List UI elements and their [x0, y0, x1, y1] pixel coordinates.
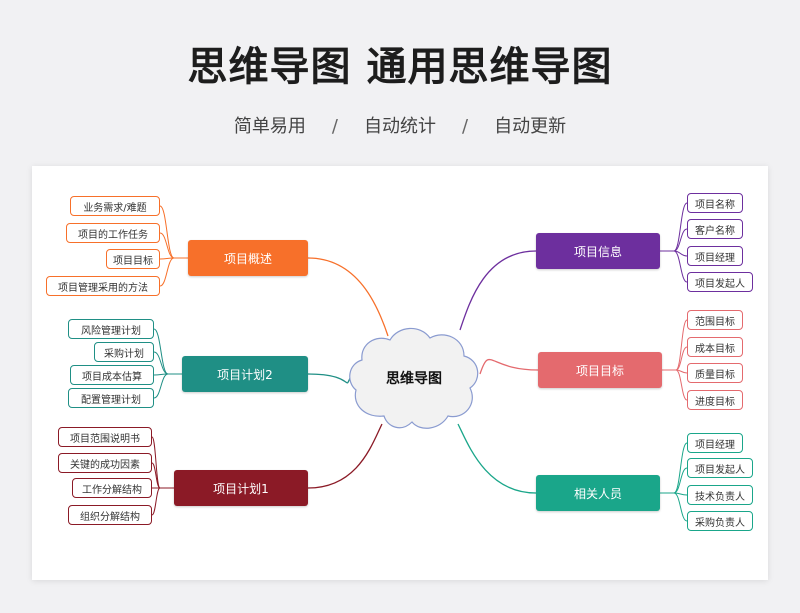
leaf-plan1-1[interactable]: 项目范围说明书: [58, 427, 152, 447]
branch-people[interactable]: 相关人员: [536, 475, 660, 511]
leaf-info-2[interactable]: 客户名称: [687, 219, 743, 239]
leaf-overview-2[interactable]: 项目的工作任务: [66, 223, 160, 243]
leaf-plan1-4[interactable]: 组织分解结构: [68, 505, 152, 525]
connector-plan1: [307, 423, 383, 489]
branch-info[interactable]: 项目信息: [536, 233, 660, 269]
leaf-link-info: [673, 250, 688, 283]
leaf-overview-1[interactable]: 业务需求/难题: [70, 196, 160, 216]
leaf-people-3[interactable]: 技术负责人: [687, 485, 753, 505]
leaf-people-4[interactable]: 采购负责人: [687, 511, 753, 531]
leaf-link-plan2: [153, 351, 169, 375]
branch-plan2[interactable]: 项目计划2: [182, 356, 308, 392]
leaf-info-4[interactable]: 项目发起人: [687, 272, 753, 292]
mind-map-canvas: 思维导图 项目概述 项目计划2 项目计划1 项目信息 项目目标 相关人员 业务需…: [32, 166, 768, 580]
leaf-info-1[interactable]: 项目名称: [687, 193, 743, 213]
leaf-link-goal: [675, 369, 688, 401]
leaf-people-1[interactable]: 项目经理: [687, 433, 743, 453]
cloud-icon: [349, 327, 479, 429]
leaf-overview-3[interactable]: 项目目标: [106, 249, 160, 269]
leaf-goal-1[interactable]: 范围目标: [687, 310, 743, 330]
leaf-link-goal: [675, 319, 688, 371]
leaf-link-info: [673, 202, 688, 252]
leaf-people-2[interactable]: 项目发起人: [687, 458, 753, 478]
leaf-link-info: [673, 228, 688, 252]
center-cloud-node[interactable]: 思维导图: [344, 318, 484, 438]
branch-goal[interactable]: 项目目标: [538, 352, 662, 388]
leaf-plan1-3[interactable]: 工作分解结构: [72, 478, 152, 498]
leaf-link-goal: [675, 346, 688, 371]
leaf-plan1-2[interactable]: 关键的成功因素: [58, 453, 152, 473]
subtitle-tags: 简单易用 / 自动统计 / 自动更新: [0, 112, 800, 138]
leaf-link-people: [673, 492, 688, 522]
connector-lines: [151, 202, 688, 522]
tag-separator: /: [331, 116, 338, 137]
connector-info: [459, 250, 537, 331]
leaf-link-people: [673, 442, 688, 494]
center-label: 思维导图: [386, 371, 442, 387]
leaf-link-plan1: [151, 487, 161, 516]
leaf-plan2-2[interactable]: 采购计划: [94, 342, 154, 362]
leaf-link-plan2: [153, 328, 169, 375]
connector-overview: [307, 257, 389, 337]
leaf-link-plan1: [151, 462, 161, 489]
leaf-link-overview: [159, 232, 175, 259]
leaf-link-people: [673, 467, 688, 494]
leaf-link-plan1: [151, 436, 161, 489]
leaf-info-3[interactable]: 项目经理: [687, 246, 743, 266]
tag-easy: 简单易用: [233, 116, 306, 137]
tag-auto-update: 自动更新: [494, 116, 567, 137]
branch-overview[interactable]: 项目概述: [188, 240, 308, 276]
leaf-goal-3[interactable]: 质量目标: [687, 363, 743, 383]
leaf-link-overview: [159, 257, 175, 287]
leaf-plan2-1[interactable]: 风险管理计划: [68, 319, 154, 339]
leaf-goal-4[interactable]: 进度目标: [687, 390, 743, 410]
leaf-link-overview: [159, 205, 175, 259]
leaf-overview-4[interactable]: 项目管理采用的方法: [46, 276, 160, 296]
tag-auto-stats: 自动统计: [364, 116, 436, 137]
connector-people: [457, 423, 537, 494]
leaf-goal-2[interactable]: 成本目标: [687, 337, 743, 357]
page-title: 思维导图 通用思维导图: [187, 44, 613, 90]
leaf-link-plan2: [153, 373, 169, 399]
leaf-plan2-4[interactable]: 配置管理计划: [68, 388, 154, 408]
connector-goal: [479, 358, 539, 375]
branch-plan1[interactable]: 项目计划1: [174, 470, 308, 506]
tag-separator: /: [462, 116, 469, 137]
leaf-plan2-3[interactable]: 项目成本估算: [70, 365, 154, 385]
